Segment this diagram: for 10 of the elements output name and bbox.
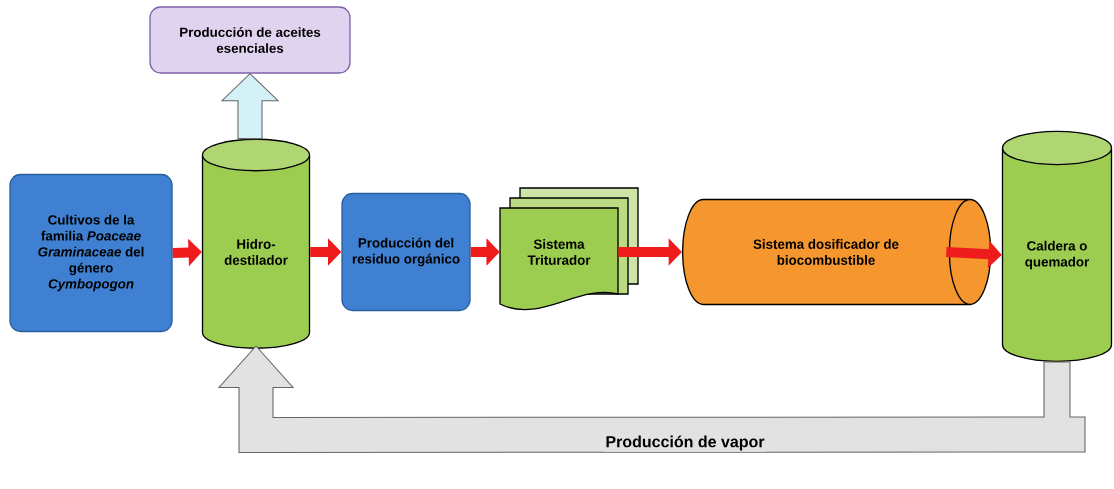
block-arrow	[220, 72, 280, 140]
edge-label: Producción de vapor	[606, 435, 765, 451]
cylinder-tank: Caldera o quemador	[1001, 130, 1113, 362]
process-box: Producción del residuo orgánico	[341, 192, 471, 312]
block-arrow	[217, 345, 1086, 453]
cylinder-tank: Hidro-destilador	[201, 138, 311, 349]
process-box: Cultivos de la familia Poaceae Graminaceae del género Cymbopogon	[9, 173, 173, 333]
document-stack: Sistema Triturador	[499, 187, 639, 311]
horizontal-cylinder: Sistema dosificador de biocombustible	[682, 198, 992, 306]
process-box: Producción de aceites esenciales	[149, 6, 351, 74]
